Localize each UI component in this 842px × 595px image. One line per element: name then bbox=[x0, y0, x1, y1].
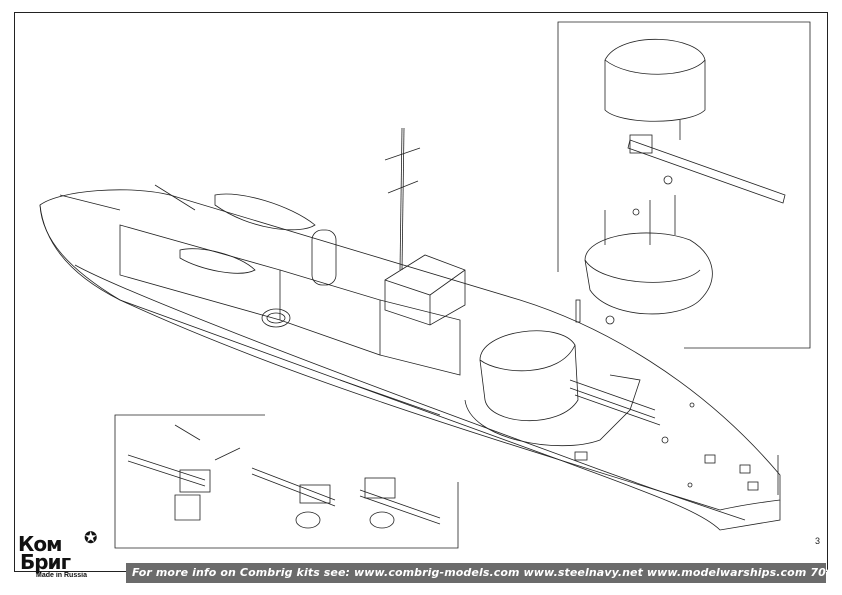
main-turret bbox=[479, 330, 579, 422]
turret-base bbox=[584, 232, 713, 315]
bridge bbox=[384, 254, 466, 326]
hull-deck-outline bbox=[39, 189, 781, 511]
mast bbox=[399, 127, 403, 271]
turret-detail-inset-frame bbox=[557, 21, 811, 349]
turret-hood bbox=[604, 38, 706, 122]
funnel bbox=[311, 229, 337, 286]
footer-info-text: For more info on Combrig kits see: www.c… bbox=[132, 566, 842, 579]
logo-text-kom: Ком bbox=[18, 532, 62, 556]
gun-detail-inset-frame bbox=[114, 414, 459, 549]
combrig-logo: Ком ✪ Бриг Made in Russia bbox=[18, 528, 128, 584]
hull-side bbox=[39, 204, 781, 531]
lifeboat bbox=[214, 193, 316, 231]
page-number: 3 bbox=[815, 536, 821, 546]
superstructure bbox=[119, 224, 281, 321]
logo-made-in-russia: Made in Russia bbox=[36, 572, 87, 579]
footer-bar bbox=[126, 563, 826, 583]
forward-gun bbox=[59, 194, 121, 211]
rub-strake bbox=[339, 379, 441, 416]
star-icon: ✪ bbox=[84, 530, 98, 547]
hull-waterline bbox=[74, 264, 746, 521]
logo-text-brig: Бриг bbox=[20, 550, 71, 574]
gun-barrel bbox=[627, 139, 786, 204]
